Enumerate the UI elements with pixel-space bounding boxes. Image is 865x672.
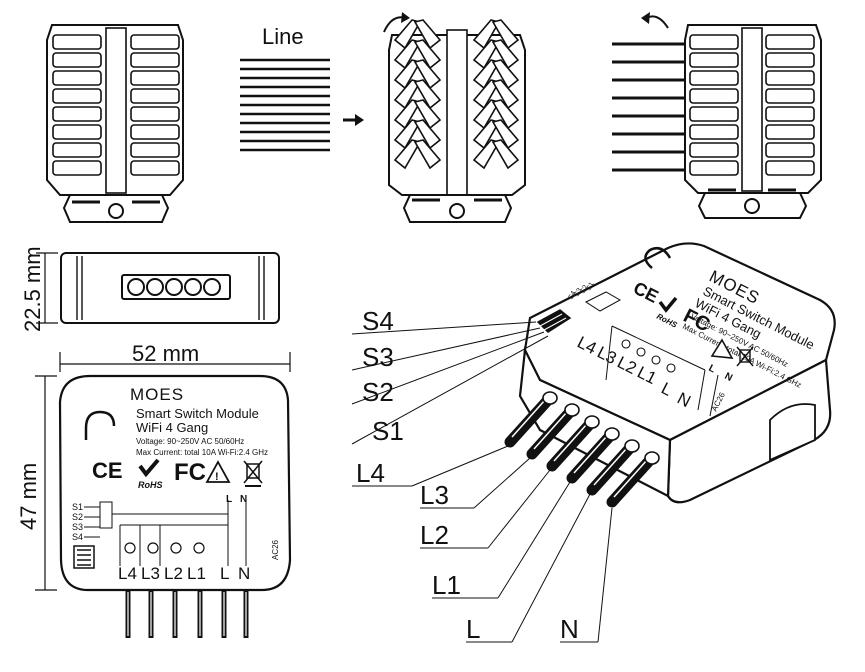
- front-plug-icon: [73, 545, 95, 569]
- iso-top-terminal-n: N: [723, 371, 734, 384]
- iso-switch-s2: S2: [580, 284, 590, 295]
- callout-s3: S3: [362, 342, 394, 372]
- front-switch-s2: S2: [72, 512, 83, 522]
- height-dimension: [36, 252, 58, 324]
- front-top-terminal-l: L: [226, 494, 232, 505]
- connector-closed: [46, 24, 184, 223]
- front-switch-wiring: [84, 500, 247, 566]
- front-switch-s3: S3: [72, 522, 83, 532]
- connector-open: [388, 19, 526, 223]
- iso-cable-highlights: [511, 399, 648, 498]
- height-dimension-label: 22.5 mm: [20, 246, 45, 332]
- callout-leaders: [351, 321, 613, 643]
- front-brand: MOES: [130, 385, 184, 404]
- arrow-right-icon: [343, 114, 364, 126]
- front-terminal-l: L: [220, 564, 229, 583]
- warning-icon: !: [205, 460, 231, 483]
- iso-switch-block: [584, 291, 622, 312]
- callout-l1: L1: [432, 570, 461, 600]
- front-voltage: Voltage: 90~250V AC 50/60Hz: [136, 437, 244, 446]
- callout-s4: S4: [362, 306, 394, 336]
- iso-connector-plug: [536, 309, 572, 333]
- rotate-ccw-icon: [641, 12, 669, 29]
- ce-mark-icon: CE: [92, 458, 123, 483]
- front-terminal-l1: L1: [187, 564, 206, 583]
- line-label: Line: [262, 24, 304, 49]
- front-terminal-l3: L3: [141, 564, 160, 583]
- front-terminal-l2: L2: [164, 564, 183, 583]
- module-isometric: [518, 242, 836, 504]
- front-title: Smart Switch Module: [136, 406, 259, 421]
- width-dimension-label: 52 mm: [132, 341, 199, 366]
- callout-l: L: [466, 614, 480, 644]
- iso-switch-s3: S3: [574, 287, 584, 298]
- front-current: Max Current: total 10A Wi-Fi:2.4 GHz: [136, 448, 268, 457]
- depth-dimension-label: 47 mm: [16, 463, 41, 530]
- iso-cable-ends: [542, 391, 660, 465]
- callout-l3: L3: [420, 480, 449, 510]
- front-subtitle: WiFi 4 Gang: [136, 420, 208, 435]
- iso-terminal-wiring: [605, 325, 719, 417]
- front-model: AC26: [271, 539, 280, 560]
- front-terminal-n: N: [238, 564, 250, 583]
- depth-dimension: [35, 375, 57, 591]
- line-wires: [240, 58, 330, 152]
- callout-s1: S1: [372, 416, 404, 446]
- iso-top-terminal-l: L: [707, 363, 717, 376]
- front-terminal-l4: L4: [118, 564, 137, 583]
- callout-s2: S2: [362, 377, 394, 407]
- iso-screw-icons: [621, 339, 676, 373]
- rotate-cw-icon: [383, 12, 410, 33]
- front-rohs: RoHS: [138, 480, 163, 490]
- svg-text:CE: CE: [92, 458, 123, 483]
- front-wire-leads: [125, 590, 249, 638]
- iso-switch-s1: S1: [586, 281, 596, 292]
- fcc-mark-icon: FC: [174, 459, 206, 486]
- iso-cables: [504, 394, 656, 508]
- iso-weee-bin-icon: [736, 346, 754, 367]
- rohs-icon: RoHS: [138, 458, 163, 490]
- weee-bin-icon: [243, 460, 263, 487]
- module-front-view: [58, 374, 292, 592]
- callout-n: N: [560, 614, 579, 644]
- front-wire-highlights: [127, 592, 247, 636]
- width-dimension: [59, 352, 291, 372]
- front-screw-icons: [124, 542, 205, 554]
- iso-warning-icon: [710, 338, 734, 359]
- front-switch-s4: S4: [72, 532, 83, 542]
- svg-text:FC: FC: [174, 459, 206, 486]
- callout-l4: L4: [356, 458, 385, 488]
- module-side-view: [60, 252, 280, 324]
- iso-switch-s4: S4: [568, 290, 578, 301]
- connector-wired: [684, 24, 822, 219]
- front-top-terminal-n: N: [240, 494, 247, 505]
- svg-text:!: !: [215, 471, 219, 483]
- iso-hook-icon: [644, 247, 672, 269]
- front-switch-s1: S1: [72, 502, 83, 512]
- hook-icon: [84, 410, 116, 440]
- callout-l2: L2: [420, 520, 449, 550]
